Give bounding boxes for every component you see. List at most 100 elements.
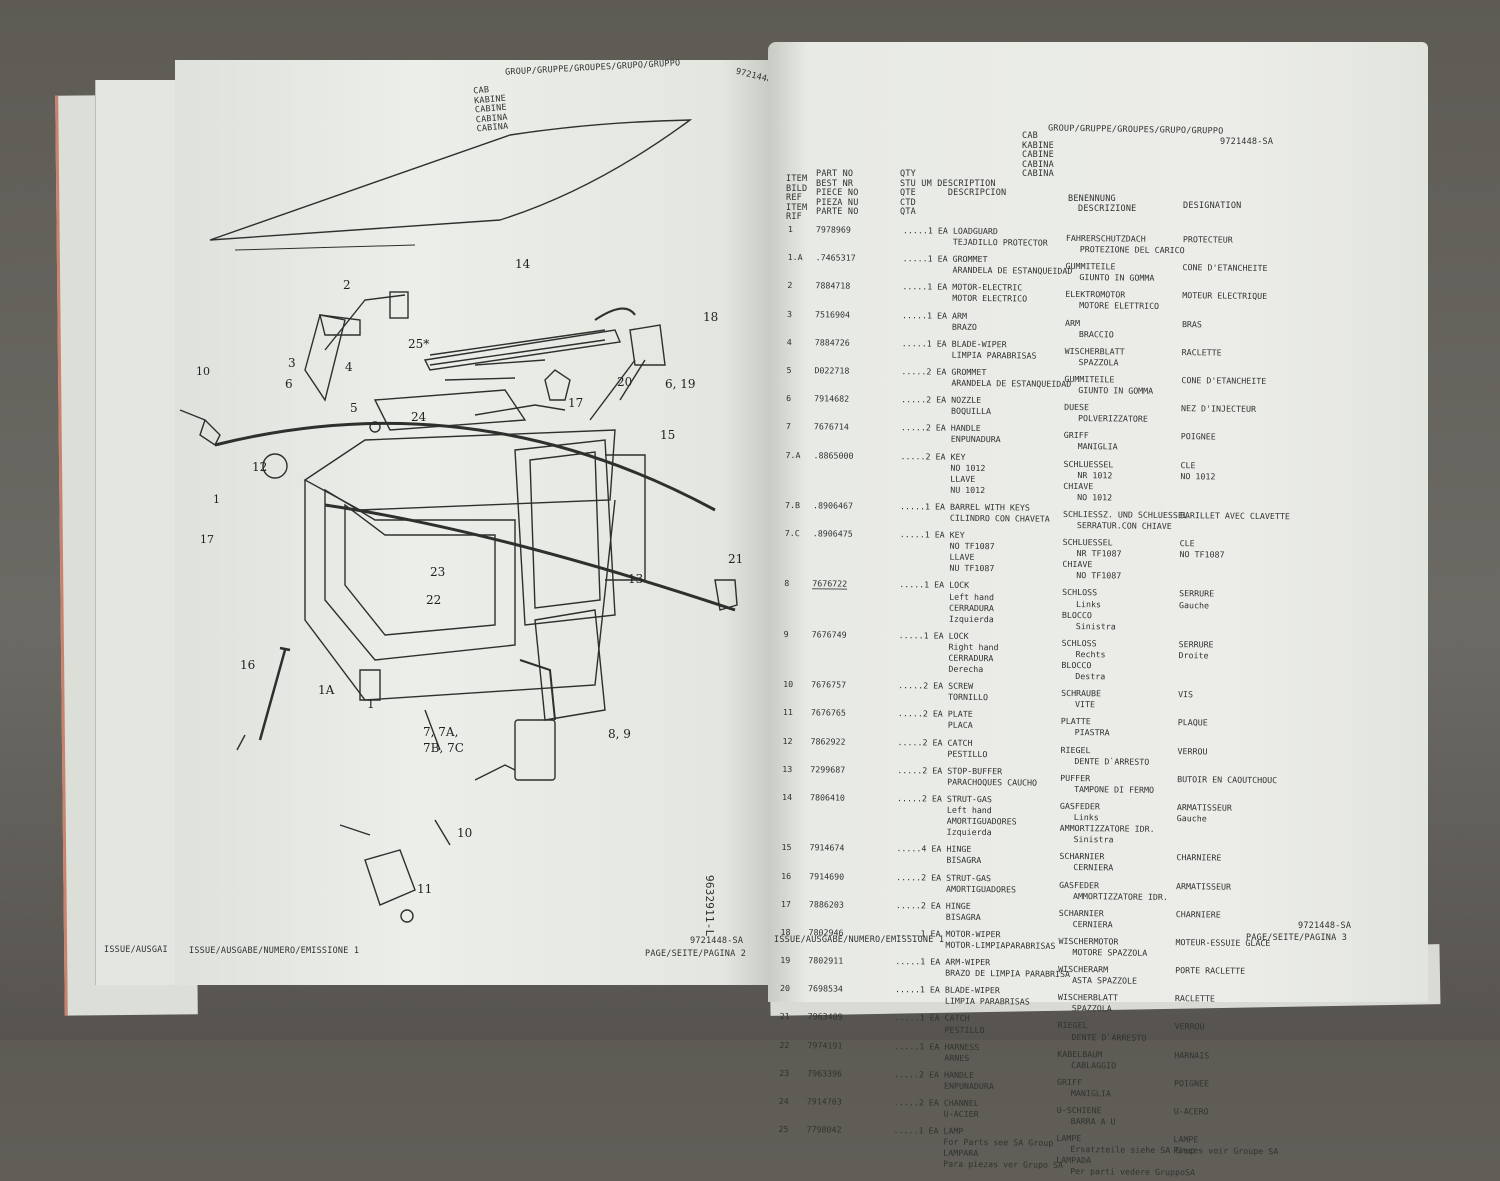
description-en: .....2 EA KEY	[900, 450, 966, 462]
col-header-text: BILD	[786, 183, 808, 194]
col-header-benennung: BENENNUNG DESCRIZIONE	[1068, 194, 1137, 214]
item-number: 4	[786, 336, 792, 347]
part-number: 7914682	[814, 393, 901, 422]
callout: 11	[417, 882, 433, 896]
harness-22	[214, 421, 716, 512]
item-number: 20	[779, 983, 791, 994]
description-en: .....2 EA NOZZLE	[901, 394, 982, 406]
item-number: 14	[781, 791, 793, 803]
part-number-text: 7914682	[814, 393, 850, 404]
description-fr-line: RACLETTE	[1174, 993, 1215, 1004]
col-header-text: CTD	[900, 197, 916, 208]
description-es: Izquierda	[948, 613, 994, 624]
col-header-text: QTA	[900, 207, 916, 217]
part-number: 7798042	[806, 1124, 894, 1175]
description-en: .....2 EA GROMMET	[901, 366, 987, 378]
part-number-text: 7299687	[810, 764, 846, 775]
part-number-text: 7862922	[810, 735, 846, 747]
strut-14	[429, 329, 606, 366]
item-number: 1	[787, 224, 793, 235]
group-name: CABINA	[1022, 169, 1054, 179]
part-number: 7884726	[815, 337, 902, 366]
loadguard-roof	[209, 119, 693, 241]
description-en: .....1 EA LOCK	[898, 629, 969, 641]
description-fr: PORTE RACLETTE	[1175, 959, 1325, 989]
item-number: 3	[787, 308, 793, 319]
behind-page-footer: ISSUE/AUSGAI	[104, 945, 168, 955]
part-number-text: 7914674	[809, 842, 845, 853]
item-number: 15	[781, 842, 792, 853]
part-number-text: 7676757	[811, 679, 847, 690]
description-fr: VERROU	[1174, 1016, 1324, 1046]
col-header-item: ITEM BILD REF ITEM RIF	[786, 174, 808, 223]
description-en: .....2 EA PLATE	[897, 708, 973, 720]
part-number-text: 7676749	[811, 629, 847, 640]
col-header-text: REF	[786, 193, 802, 203]
description-de-it-line: RIEGEL	[1060, 744, 1091, 755]
description-en: .....1 EA LOCK	[899, 579, 970, 591]
right-page-parts-list: GROUP/GRUPPE/GROUPES/GRUPO/GRUPPO 972144…	[768, 42, 1428, 1002]
part-number-text: .8906467	[813, 500, 854, 511]
lamp-part	[389, 291, 409, 319]
description-es: NU TF1087	[949, 563, 995, 574]
behind-callout: 10	[196, 365, 210, 378]
part-number: 7676765	[811, 708, 898, 737]
part-number: 7802911	[808, 955, 895, 984]
cab-roof-frame	[303, 429, 616, 511]
description-es: CILINDRO CON CHAVETA	[949, 512, 1050, 524]
description-fr-line: PORTE RACLETTE	[1175, 965, 1246, 976]
col-header-text: DESCRIZIONE	[1078, 203, 1137, 214]
description-en: .....4 EA HINGE	[896, 843, 972, 855]
part-number-text: .8906475	[812, 528, 853, 539]
description-en: .....1 EA KEY	[899, 529, 965, 540]
description-es: ENPUNADURA	[950, 434, 1001, 445]
col-header-text: QTY	[900, 169, 916, 179]
description-de-it-line: GASFEDER	[1059, 879, 1100, 890]
group-name: CABINA	[1022, 159, 1054, 170]
description-es: PLACA	[947, 720, 973, 731]
part-number: 7963409	[807, 1012, 894, 1041]
description-fr: BARILLET AVEC CLAVETTE	[1180, 504, 1330, 534]
description-fr-line: MOTEUR ELECTRIQUE	[1182, 290, 1268, 302]
group-header: GROUP/GRUPPE/GROUPES/GRUPO/GRUPPO	[1047, 123, 1224, 137]
description-fr-line: CONE D'ETANCHEITE	[1181, 375, 1267, 386]
description-fr-line: CONE D'ETANCHEITE	[1182, 262, 1268, 274]
callout: 7, 7A,	[423, 725, 459, 739]
part-number-text: 7806410	[809, 792, 846, 803]
description-en: .....1 EA LOADGUARD	[902, 225, 998, 237]
part-number: 7914690	[809, 871, 896, 900]
door-lower	[534, 609, 606, 721]
description-fr: ARMATISSEUR	[1176, 875, 1326, 905]
description-fr-line: CHARNIERE	[1175, 908, 1221, 920]
plate-11	[364, 849, 416, 906]
description-fr-line: VERROU	[1177, 745, 1208, 756]
description-es: ENPUNADURA	[943, 1080, 994, 1092]
description-es: AMORTIGUADORES	[946, 883, 1017, 895]
left-page-diagram: GROUP/GRUPPE/GROUPES/GRUPO/GRUPPO 972144…	[175, 58, 789, 985]
callout: 14	[515, 257, 531, 271]
item-number: 1.A	[787, 252, 803, 263]
col-header-text: RIF	[786, 212, 802, 222]
description-es: PESTILLO	[944, 1024, 985, 1035]
description-es: ARNES	[944, 1052, 970, 1063]
